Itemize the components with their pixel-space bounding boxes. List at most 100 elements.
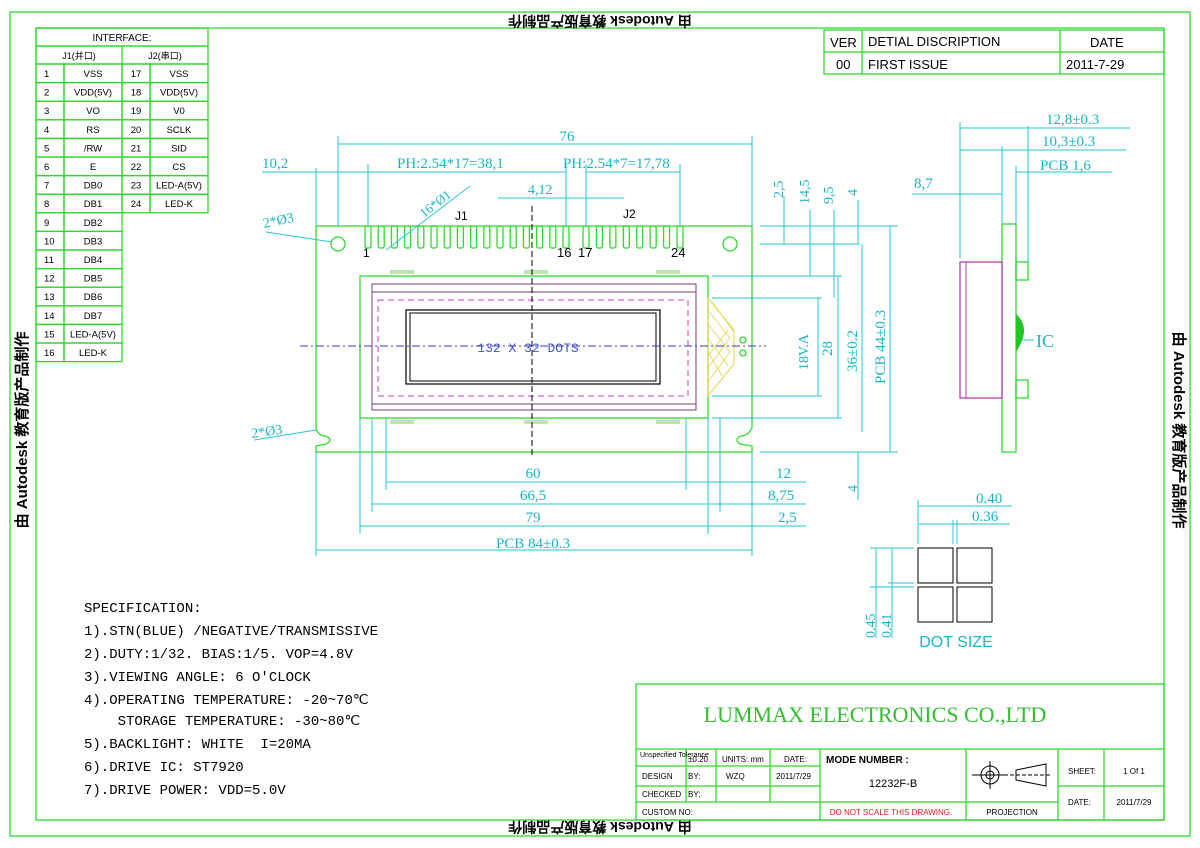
dim-44: PCB 44±0.3 bbox=[873, 310, 889, 384]
spec-line-6: 6).DRIVE IC: ST7920 bbox=[84, 760, 244, 776]
j1-pin-number: 14 bbox=[44, 311, 55, 322]
j1-pin-number: 16 bbox=[44, 348, 55, 359]
j1-pin-name: LED-A(5V) bbox=[70, 329, 116, 340]
j2-pin-number: 22 bbox=[131, 162, 142, 173]
spec-line-1: 1).STN(BLUE) /NEGATIVE/TRANSMISSIVE bbox=[84, 624, 378, 640]
design-date: 2011/7/29 bbox=[776, 772, 812, 781]
solder-pads bbox=[390, 270, 680, 424]
outer-frame bbox=[9, 11, 1191, 837]
j1-pin-number: 11 bbox=[44, 255, 54, 266]
j1-pin-name: /RW bbox=[84, 143, 102, 154]
dim-25-h: 2,5 bbox=[778, 510, 797, 526]
active-area-inner bbox=[409, 312, 657, 382]
spec-line-7: 7).DRIVE POWER: VDD=5.0V bbox=[84, 783, 286, 799]
j1-pin-number: 12 bbox=[44, 274, 55, 285]
rev-desc: FIRST ISSUE bbox=[868, 57, 948, 72]
interface-title: INTERFACE: bbox=[93, 33, 152, 44]
designer: WZQ bbox=[726, 772, 745, 781]
connector-pin bbox=[377, 225, 385, 249]
spec-title: SPECIFICATION: bbox=[84, 601, 202, 617]
connector-pin bbox=[595, 225, 604, 249]
pin1-label: 1 bbox=[363, 246, 370, 260]
connector-pin bbox=[496, 225, 504, 249]
j1-pin-name: VO bbox=[86, 106, 100, 117]
side-connector-bottom bbox=[1015, 379, 1029, 399]
spec-line-3: 3).VIEWING ANGLE: 6 O'CLOCK bbox=[84, 670, 311, 686]
j2-pin-number: 24 bbox=[131, 199, 142, 210]
units-label: UNITS: mm bbox=[722, 755, 764, 764]
j2-pin-number: 19 bbox=[131, 106, 142, 117]
j2-pin-name: LED-K bbox=[165, 199, 194, 210]
tolerance-label: Unspecified Tolerance bbox=[640, 752, 709, 759]
dim-25-v: 2,5 bbox=[772, 181, 787, 199]
backlight-led-area bbox=[707, 296, 747, 398]
spec-line-5: 5).BACKLIGHT: WHITE I=20MA bbox=[84, 737, 311, 753]
scale-note: DO NOT SCALE THIS DRAWING. bbox=[830, 808, 953, 817]
j1-pin-number: 8 bbox=[44, 199, 49, 210]
side-lcd bbox=[959, 261, 1003, 399]
watermark-top: 由 Autodesk 教育版产品制作 bbox=[508, 13, 692, 29]
j1-pin-number: 7 bbox=[44, 181, 49, 192]
dot-size-detail: 0.40 0.36 0.45 0.41 DOT SIZE bbox=[864, 491, 1012, 651]
dim-102: 10,2 bbox=[262, 156, 288, 172]
dim-95: 9,5 bbox=[822, 187, 837, 205]
j2-pin-number: 17 bbox=[131, 69, 142, 80]
j1-pin-name: DB6 bbox=[84, 292, 102, 303]
j1-pin-number: 15 bbox=[44, 329, 55, 340]
j1-pin-number: 6 bbox=[44, 162, 49, 173]
dim-79: 79 bbox=[526, 510, 541, 526]
checked-label: CHECKED bbox=[642, 790, 681, 799]
connector-pin bbox=[522, 225, 531, 249]
j1-pin-name: DB2 bbox=[84, 218, 102, 229]
connector-pin bbox=[649, 225, 657, 249]
j1-pin-number: 2 bbox=[44, 88, 49, 99]
j2-pin-name: V0 bbox=[173, 106, 185, 117]
dim-145: 14,5 bbox=[798, 180, 813, 205]
j1-pin-name: DB5 bbox=[84, 274, 102, 285]
j1-pin-name: E bbox=[90, 162, 96, 173]
dim-84: PCB 84±0.3 bbox=[496, 536, 570, 552]
specification: SPECIFICATION: 1).STN(BLUE) /NEGATIVE/TR… bbox=[84, 601, 378, 799]
j1-pin-name: DB4 bbox=[84, 255, 102, 266]
title-block-frame bbox=[635, 683, 1165, 821]
dim-pitch-j2: PH:2.54*7=17,78 bbox=[563, 156, 670, 172]
j2-pin-name: VDD(5V) bbox=[160, 88, 198, 99]
date-label: DATE: bbox=[784, 755, 807, 764]
sheet-value: 1 Of 1 bbox=[1123, 767, 1145, 776]
j1-pin-number: 4 bbox=[44, 125, 49, 136]
checked-by-label: BY: bbox=[688, 790, 700, 799]
front-view: 132 X 32 DOTS J1 J2 1 16 17 24 76 10, bbox=[250, 129, 898, 556]
dim-pitch-j1: PH:2.54*17=38,1 bbox=[397, 156, 504, 172]
spec-line-4: 4).OPERATING TEMPERATURE: -20~70℃ bbox=[84, 693, 369, 709]
pin24-label: 24 bbox=[671, 245, 685, 260]
mount-hole-right bbox=[722, 236, 738, 252]
leader-hole-d1 bbox=[385, 185, 471, 251]
date2-label: DATE: bbox=[1068, 798, 1091, 807]
watermark-right: 由 Autodesk 教育版产品制作 bbox=[1170, 332, 1188, 529]
dim-045: 0.45 bbox=[864, 614, 879, 639]
connector-pin bbox=[403, 225, 412, 249]
j1-pin-name: DB0 bbox=[84, 181, 102, 192]
j2-label: J2 bbox=[623, 207, 636, 221]
leader-hole-3-bottom bbox=[253, 429, 317, 441]
sheet-label: SHEET: bbox=[1068, 767, 1096, 776]
date2-value: 2011/7/29 bbox=[1117, 798, 1153, 807]
dim-60: 60 bbox=[526, 466, 541, 482]
dim-041: 0.41 bbox=[880, 614, 895, 639]
dim-18va: 18V.A bbox=[797, 333, 812, 370]
connector-pin bbox=[443, 225, 451, 249]
dim-pcb16: PCB 1,6 bbox=[1040, 158, 1091, 174]
j2-pin-name: VSS bbox=[169, 69, 188, 80]
dim-040: 0.40 bbox=[976, 491, 1002, 507]
j2-pin-number: 21 bbox=[131, 143, 142, 154]
dot-tl bbox=[917, 547, 954, 584]
dim-036: 0.36 bbox=[972, 509, 999, 525]
j1-pin-name: LED-K bbox=[79, 348, 108, 359]
dot-size-title: DOT SIZE bbox=[919, 634, 993, 651]
dim-36: 36±0.2 bbox=[845, 330, 861, 372]
dim-28: 28 bbox=[820, 341, 836, 356]
pin17-label: 17 bbox=[578, 245, 592, 260]
dim-12: 12 bbox=[776, 466, 791, 482]
